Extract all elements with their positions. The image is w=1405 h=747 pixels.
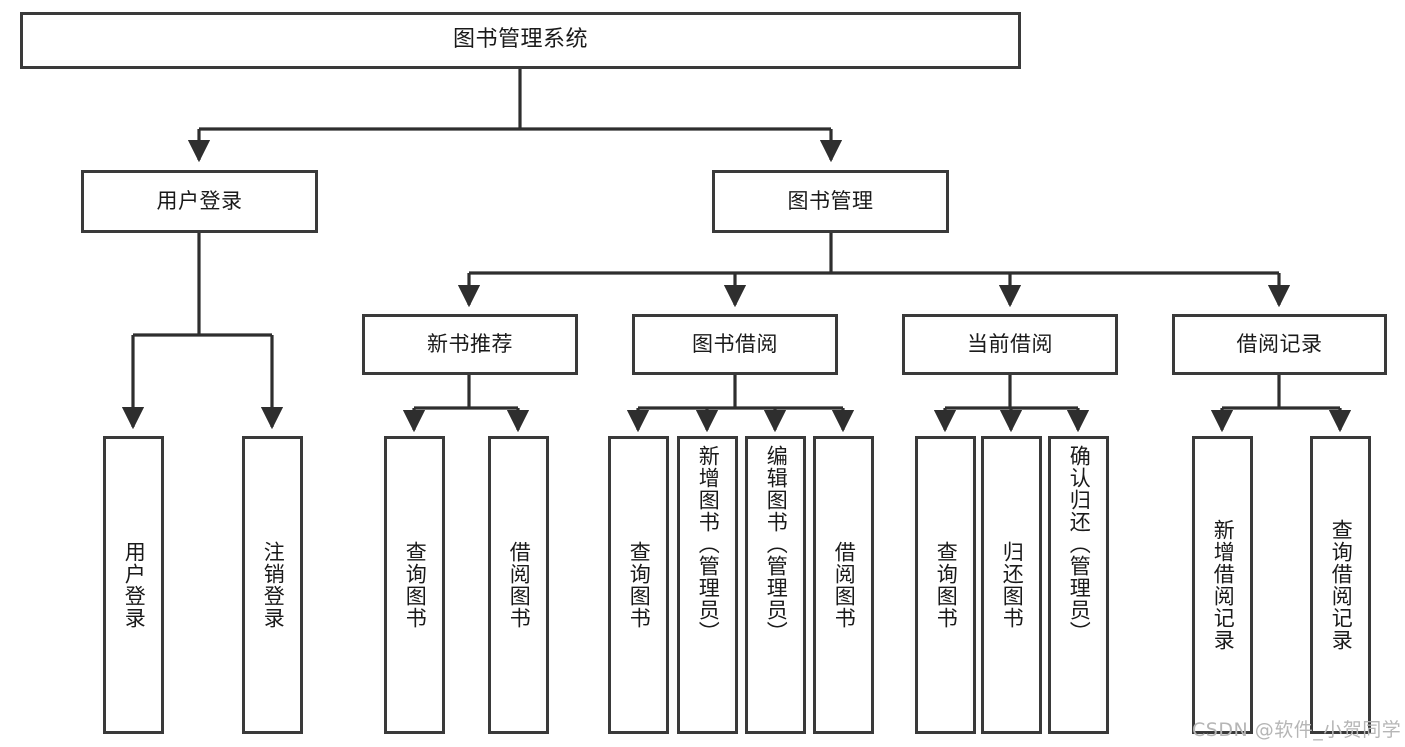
node-new-book-recommend[interactable]: 新书推荐 [362,314,578,375]
node-label: 图书管理 [787,188,874,213]
leaf-current-confirm-return-admin[interactable]: 确认归还（管理员） [1048,436,1109,734]
node-label: 用户登录 [122,541,147,629]
node-label: 借阅图书 [507,541,532,629]
node-label: 借阅记录 [1236,331,1323,356]
node-label: 当前借阅 [967,331,1053,356]
node-label: 新增图书（管理员） [696,445,721,643]
leaf-borrow-borrow-book[interactable]: 借阅图书 [813,436,874,734]
node-label: 图书借阅 [692,331,778,356]
leaf-record-query-record[interactable]: 查询借阅记录 [1310,436,1371,734]
leaf-user-login-login[interactable]: 用户登录 [103,436,164,734]
node-user-login[interactable]: 用户登录 [81,170,318,233]
leaf-user-login-logout[interactable]: 注销登录 [242,436,303,734]
leaf-borrow-edit-book-admin[interactable]: 编辑图书（管理员） [745,436,806,734]
node-label: 用户登录 [156,188,243,213]
leaf-borrow-add-book-admin[interactable]: 新增图书（管理员） [677,436,738,734]
node-label: 借阅图书 [832,541,857,629]
node-label: 图书管理系统 [452,27,588,53]
node-label: 查询图书 [934,541,959,629]
watermark-text: CSDN @软件_小贺同学 [1192,719,1402,741]
node-label: 注销登录 [261,541,286,629]
node-book-management[interactable]: 图书管理 [712,170,949,233]
node-root-system[interactable]: 图书管理系统 [20,12,1021,69]
leaf-current-return-book[interactable]: 归还图书 [981,436,1042,734]
node-label: 查询图书 [403,541,428,629]
node-label: 归还图书 [1000,541,1025,629]
node-current-borrow[interactable]: 当前借阅 [902,314,1118,375]
node-book-borrow[interactable]: 图书借阅 [632,314,838,375]
leaf-record-add-record[interactable]: 新增借阅记录 [1192,436,1253,734]
node-borrow-record[interactable]: 借阅记录 [1172,314,1387,375]
node-label: 新增借阅记录 [1211,519,1236,651]
node-label: 编辑图书（管理员） [764,445,789,643]
leaf-current-query-book[interactable]: 查询图书 [915,436,976,734]
node-label: 查询借阅记录 [1329,519,1354,651]
leaf-recommend-query-book[interactable]: 查询图书 [384,436,445,734]
leaf-borrow-query-book[interactable]: 查询图书 [608,436,669,734]
node-label: 确认归还（管理员） [1067,445,1092,643]
leaf-recommend-borrow-book[interactable]: 借阅图书 [488,436,549,734]
node-label: 查询图书 [627,541,652,629]
node-label: 新书推荐 [427,331,513,356]
